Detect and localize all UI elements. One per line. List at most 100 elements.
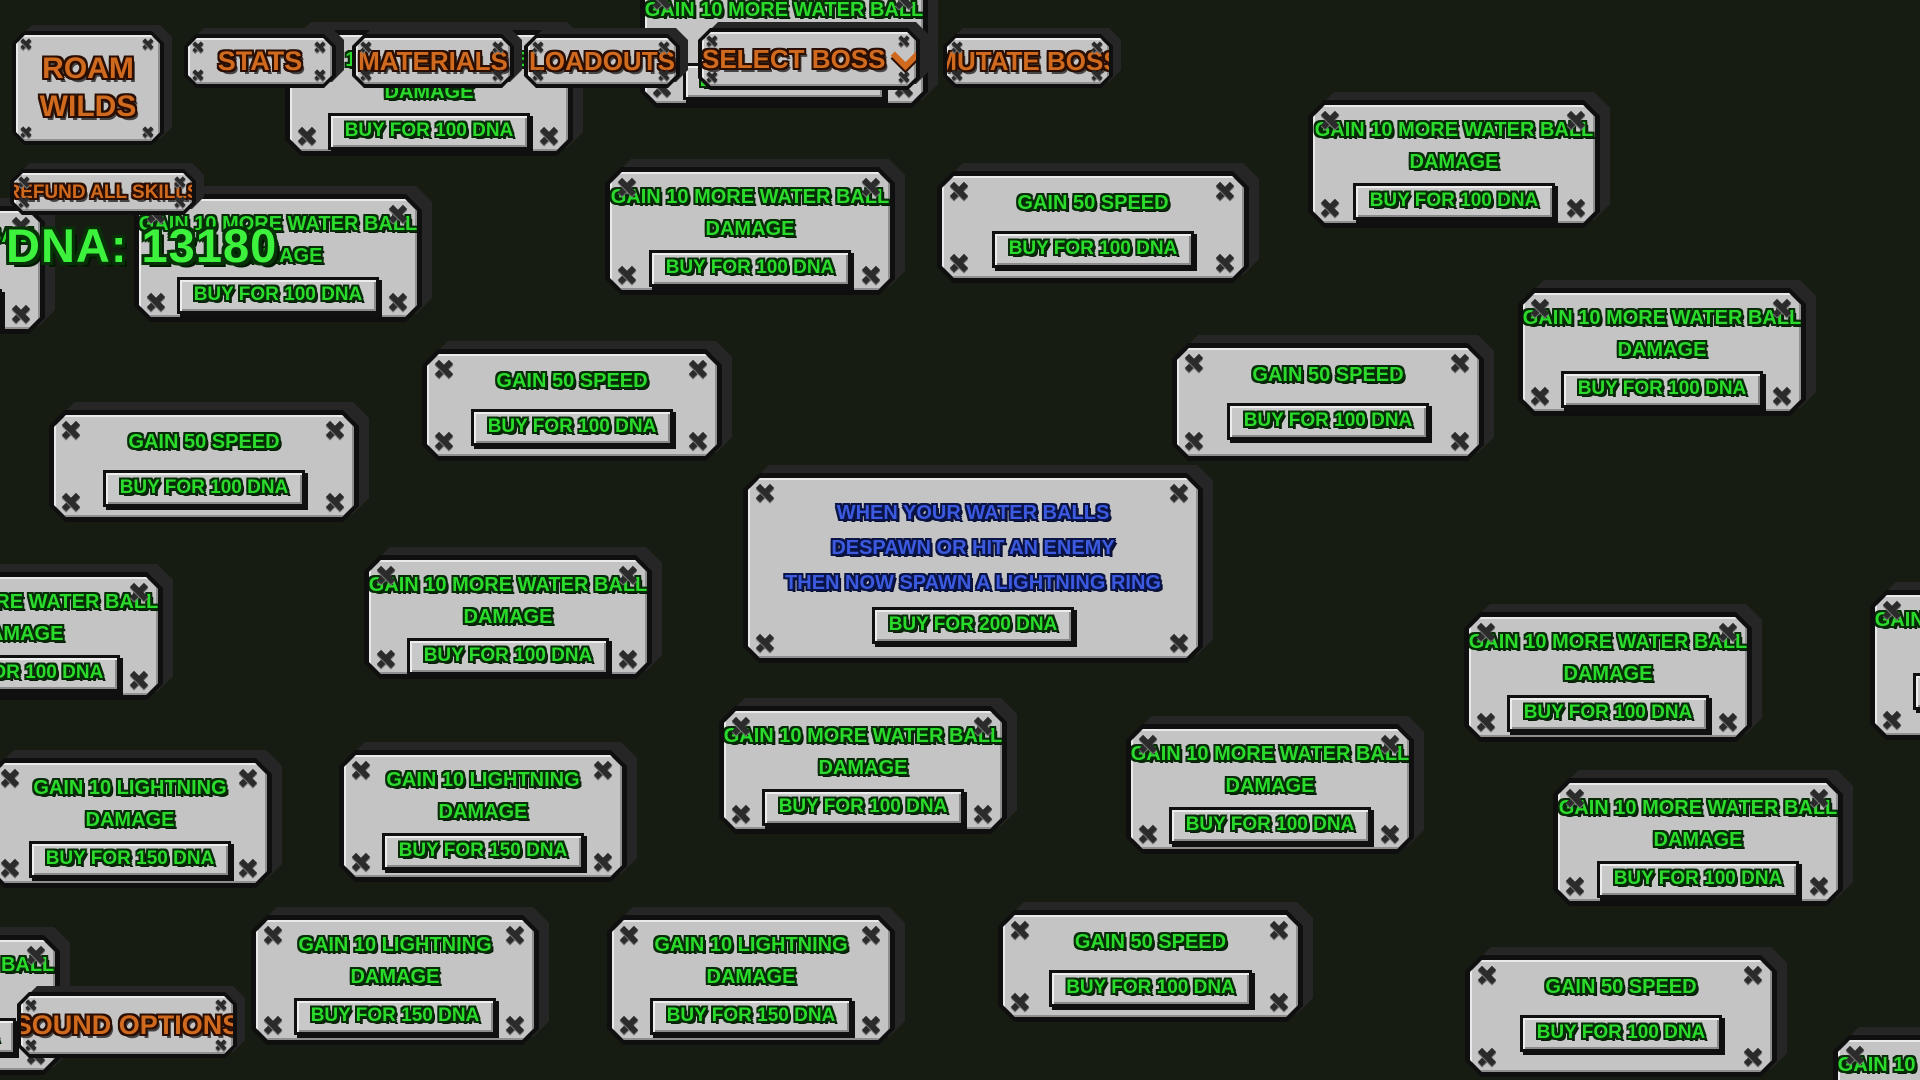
skill-panel: GAIN 50 SPEED BUY FOR 100 DNA <box>422 349 722 461</box>
skill-description-line: DAMAGE <box>1225 775 1315 797</box>
buy-button[interactable]: BUY FOR 100 DNA <box>471 409 674 446</box>
skill-description-line: DAMAGE <box>706 966 796 988</box>
skill-panel: WHEN YOUR WATER BALLS DESPAWN OR HIT AN E… <box>743 473 1203 663</box>
skill-description-line: GAIN 10 LIGHTNING <box>33 777 227 799</box>
buy-button[interactable]: BUY FOR 100 DNA <box>1520 1015 1723 1052</box>
skill-panel: GAIN 10 MORE WATER BALL DAMAGE BUY FOR 100… <box>134 194 422 322</box>
skill-description-line: GAIN 10 MORE WATER BALL <box>723 725 1003 747</box>
skill-description-line: GAIN 50 SPEED <box>1074 931 1227 953</box>
skill-description-line: DAMAGE <box>1409 151 1499 173</box>
button-label: MATERIALS <box>358 46 508 76</box>
toolbar-button-materials[interactable]: MATERIALS <box>352 34 514 88</box>
buy-button[interactable]: BUY FOR 150 DNA <box>29 841 232 878</box>
buy-button[interactable]: BUY FOR 150 DNA <box>294 998 497 1035</box>
button-label: ROAM WILDS <box>39 52 137 123</box>
skill-description-line: GAIN 10 MORE WATER BALL <box>1522 307 1802 329</box>
buy-button[interactable]: BUY FOR 100 DNA <box>1049 970 1252 1007</box>
buy-button[interactable]: BUY FOR 150 DNA <box>650 998 853 1035</box>
buy-button[interactable]: BUY FOR 150 DNA <box>382 833 585 870</box>
buy-button[interactable]: BUY FOR 100 DNA <box>177 277 380 314</box>
skill-description-line: DAMAGE <box>233 245 323 267</box>
button-plate: STATS <box>188 38 332 84</box>
buy-button[interactable]: BUY FOR 100 DNA <box>103 470 306 507</box>
buy-button[interactable]: BUY FOR 100 DNA <box>1169 807 1372 844</box>
button-plate: SOUND OPTIONS <box>21 996 233 1054</box>
buy-button[interactable]: BUY FOR 100 DNA <box>0 1018 16 1055</box>
button-label: LOADOUTS <box>529 46 675 76</box>
panel-plate: GAIN 50 SPEED BUY FOR 100 DNA <box>942 176 1244 278</box>
toolbar-button-mutate-boss[interactable]: MUTATE BOSS <box>943 34 1113 88</box>
button-label: MUTATE BOSS <box>935 46 1121 76</box>
skill-description-line: DAMAGE <box>1617 339 1707 361</box>
buy-button[interactable]: BUY FOR 100 DNA <box>0 655 120 692</box>
buy-button[interactable]: BUY FOR 100 DNA <box>1507 695 1710 732</box>
skill-panel: GAIN 10 MORE WATER BALL DAMAGE BUY FOR 100… <box>0 572 163 700</box>
toolbar-button-refund-all-skills[interactable]: REFUND ALL SKILLS <box>10 169 196 215</box>
skill-description-line: GAIN 10 LIGHTNING <box>298 934 492 956</box>
button-plate: SELECT BOSS <box>702 32 916 86</box>
buy-button[interactable]: BUY FOR 100 DNA <box>762 789 965 826</box>
button-plate: LOADOUTS <box>528 38 676 84</box>
skill-panel: GAIN 50 SPEED BUY FOR 100 DNA <box>937 171 1249 283</box>
skill-description-line: GAIN 10 MORE WATER BALL <box>1558 797 1838 819</box>
buy-button[interactable]: BUY FOR 100 DNA <box>1561 371 1764 408</box>
skill-description-line: WHEN YOUR WATER BALLS <box>836 502 1110 524</box>
buy-button[interactable]: BUY FOR 100 DNA <box>649 250 852 287</box>
skill-panel: GAIN 10 MORE WATER BALL DAMAGE BUY FOR 100… <box>1126 724 1414 854</box>
skill-description-line: DESPAWN OR HIT AN ENEMY <box>831 537 1115 559</box>
button-plate: ROAM WILDS <box>16 35 160 141</box>
panel-plate: WHEN YOUR WATER BALLS DESPAWN OR HIT AN E… <box>748 478 1198 658</box>
panel-plate: GAIN 50 SPEED BUY FOR 100 DNA <box>427 354 717 456</box>
button-label: STATS <box>217 45 303 76</box>
toolbar-button-select-boss[interactable]: SELECT BOSS <box>698 28 920 90</box>
skill-description-line: DAMAGE <box>3 623 64 645</box>
skill-description-line: DAMAGE <box>438 801 528 823</box>
skill-description-line: GAIN 50 SPEED <box>496 370 648 392</box>
buy-button[interactable]: BUY FOR 200 DNA <box>872 607 1075 644</box>
toolbar-button-sound-options[interactable]: SOUND OPTIONS <box>17 992 237 1058</box>
buy-button[interactable]: BUY FOR 100 DNA <box>1353 183 1556 220</box>
skill-description-line: DAMAGE <box>463 606 553 628</box>
buy-button[interactable]: BUY FOR 100 DNA <box>1597 861 1800 898</box>
panel-plate: GAIN 10 LIGHTNING DAMAGE BUY FOR 150 DNA <box>344 755 622 877</box>
skill-description-line: GAIN 10 MORE WATER BALL <box>1130 743 1410 765</box>
skill-description-line: GAIN 50 SPEED <box>1017 192 1169 214</box>
skill-description-line: GAIN 10 LIGHTNING <box>386 769 580 791</box>
buy-button[interactable]: BUY FOR 100 DNA <box>0 289 2 326</box>
skill-description-line: DAMAGE <box>1563 663 1653 685</box>
skill-description-line: GAIN 10 MORE WATER BALL <box>138 213 418 235</box>
buy-button[interactable]: BUY FOR 100 DNA <box>1227 403 1430 440</box>
buy-button[interactable]: BUY FOR 100 DNA <box>407 638 610 675</box>
skill-description-line: GAIN 10 MORE WATER BALL <box>0 591 159 613</box>
buy-button[interactable]: BUY FOR 100 DNA <box>1913 673 1920 710</box>
buy-button[interactable]: BUY FOR 100 DNA <box>992 231 1195 268</box>
buy-button[interactable]: BUY FOR 100 DNA <box>328 113 531 150</box>
skill-panel: GAIN 10 MORE WATER BALL DAMAGE BUY FOR 100… <box>1518 288 1806 416</box>
button-label: SOUND OPTIONS <box>13 1009 241 1040</box>
toolbar-button-loadouts[interactable]: LOADOUTS <box>524 34 680 88</box>
skill-panel: GAIN 50 SPEED BUY FOR 100 DNA <box>998 910 1303 1022</box>
toolbar-button-stats[interactable]: STATS <box>184 34 336 88</box>
button-plate: REFUND ALL SKILLS <box>14 173 192 211</box>
toolbar-button-roam-wilds[interactable]: ROAM WILDS <box>12 31 164 145</box>
